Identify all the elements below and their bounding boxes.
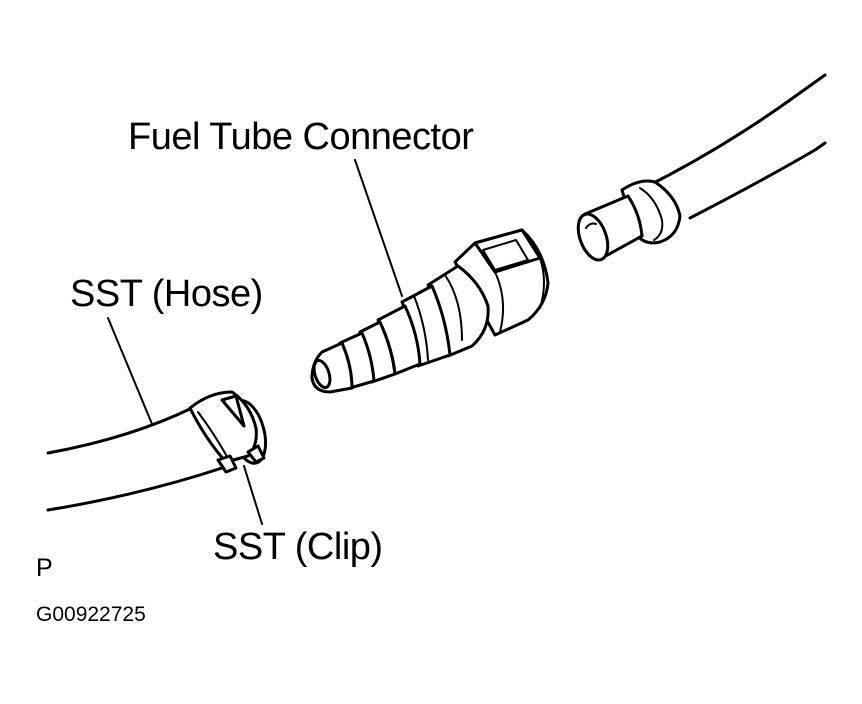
fuel-pipe [576,73,827,262]
connector-body-edge-right [539,257,545,309]
sst-clip [188,390,266,474]
sst-hose-upper-edge [46,406,194,455]
fuel-pipe-bead-ridge [639,187,664,241]
leader-fuel-tube-connector [354,159,403,297]
sst-clip-window [220,394,246,428]
connector-body-edge [494,271,505,333]
fuel-pipe-opening-inner [585,222,597,229]
sst-clip-tab-left [216,454,238,474]
figure-code: G00922725 [36,603,146,626]
leader-sst-clip [243,465,263,525]
fuel-pipe-opening [576,212,610,262]
fuel-pipe-upper-edge [638,73,827,192]
connector-collar-ridge [444,274,463,341]
fuel-pipe-lower-edge [688,141,827,220]
sst-clip-tab-right [246,444,266,464]
view-marker: P [36,554,53,582]
connector-nose-opening [312,359,332,389]
fuel-tube-connector-label: Fuel Tube Connector [128,116,474,158]
connector-retainer-tab [482,239,529,271]
sst-hose-label: SST (Hose) [70,273,263,315]
connector-mid-ridge [413,295,429,361]
fuel-tube-connector [310,228,550,394]
leader-sst-hose [107,317,153,425]
sst-clip-label: SST (Clip) [213,526,383,568]
sst-hose-lower-edge [46,466,224,512]
